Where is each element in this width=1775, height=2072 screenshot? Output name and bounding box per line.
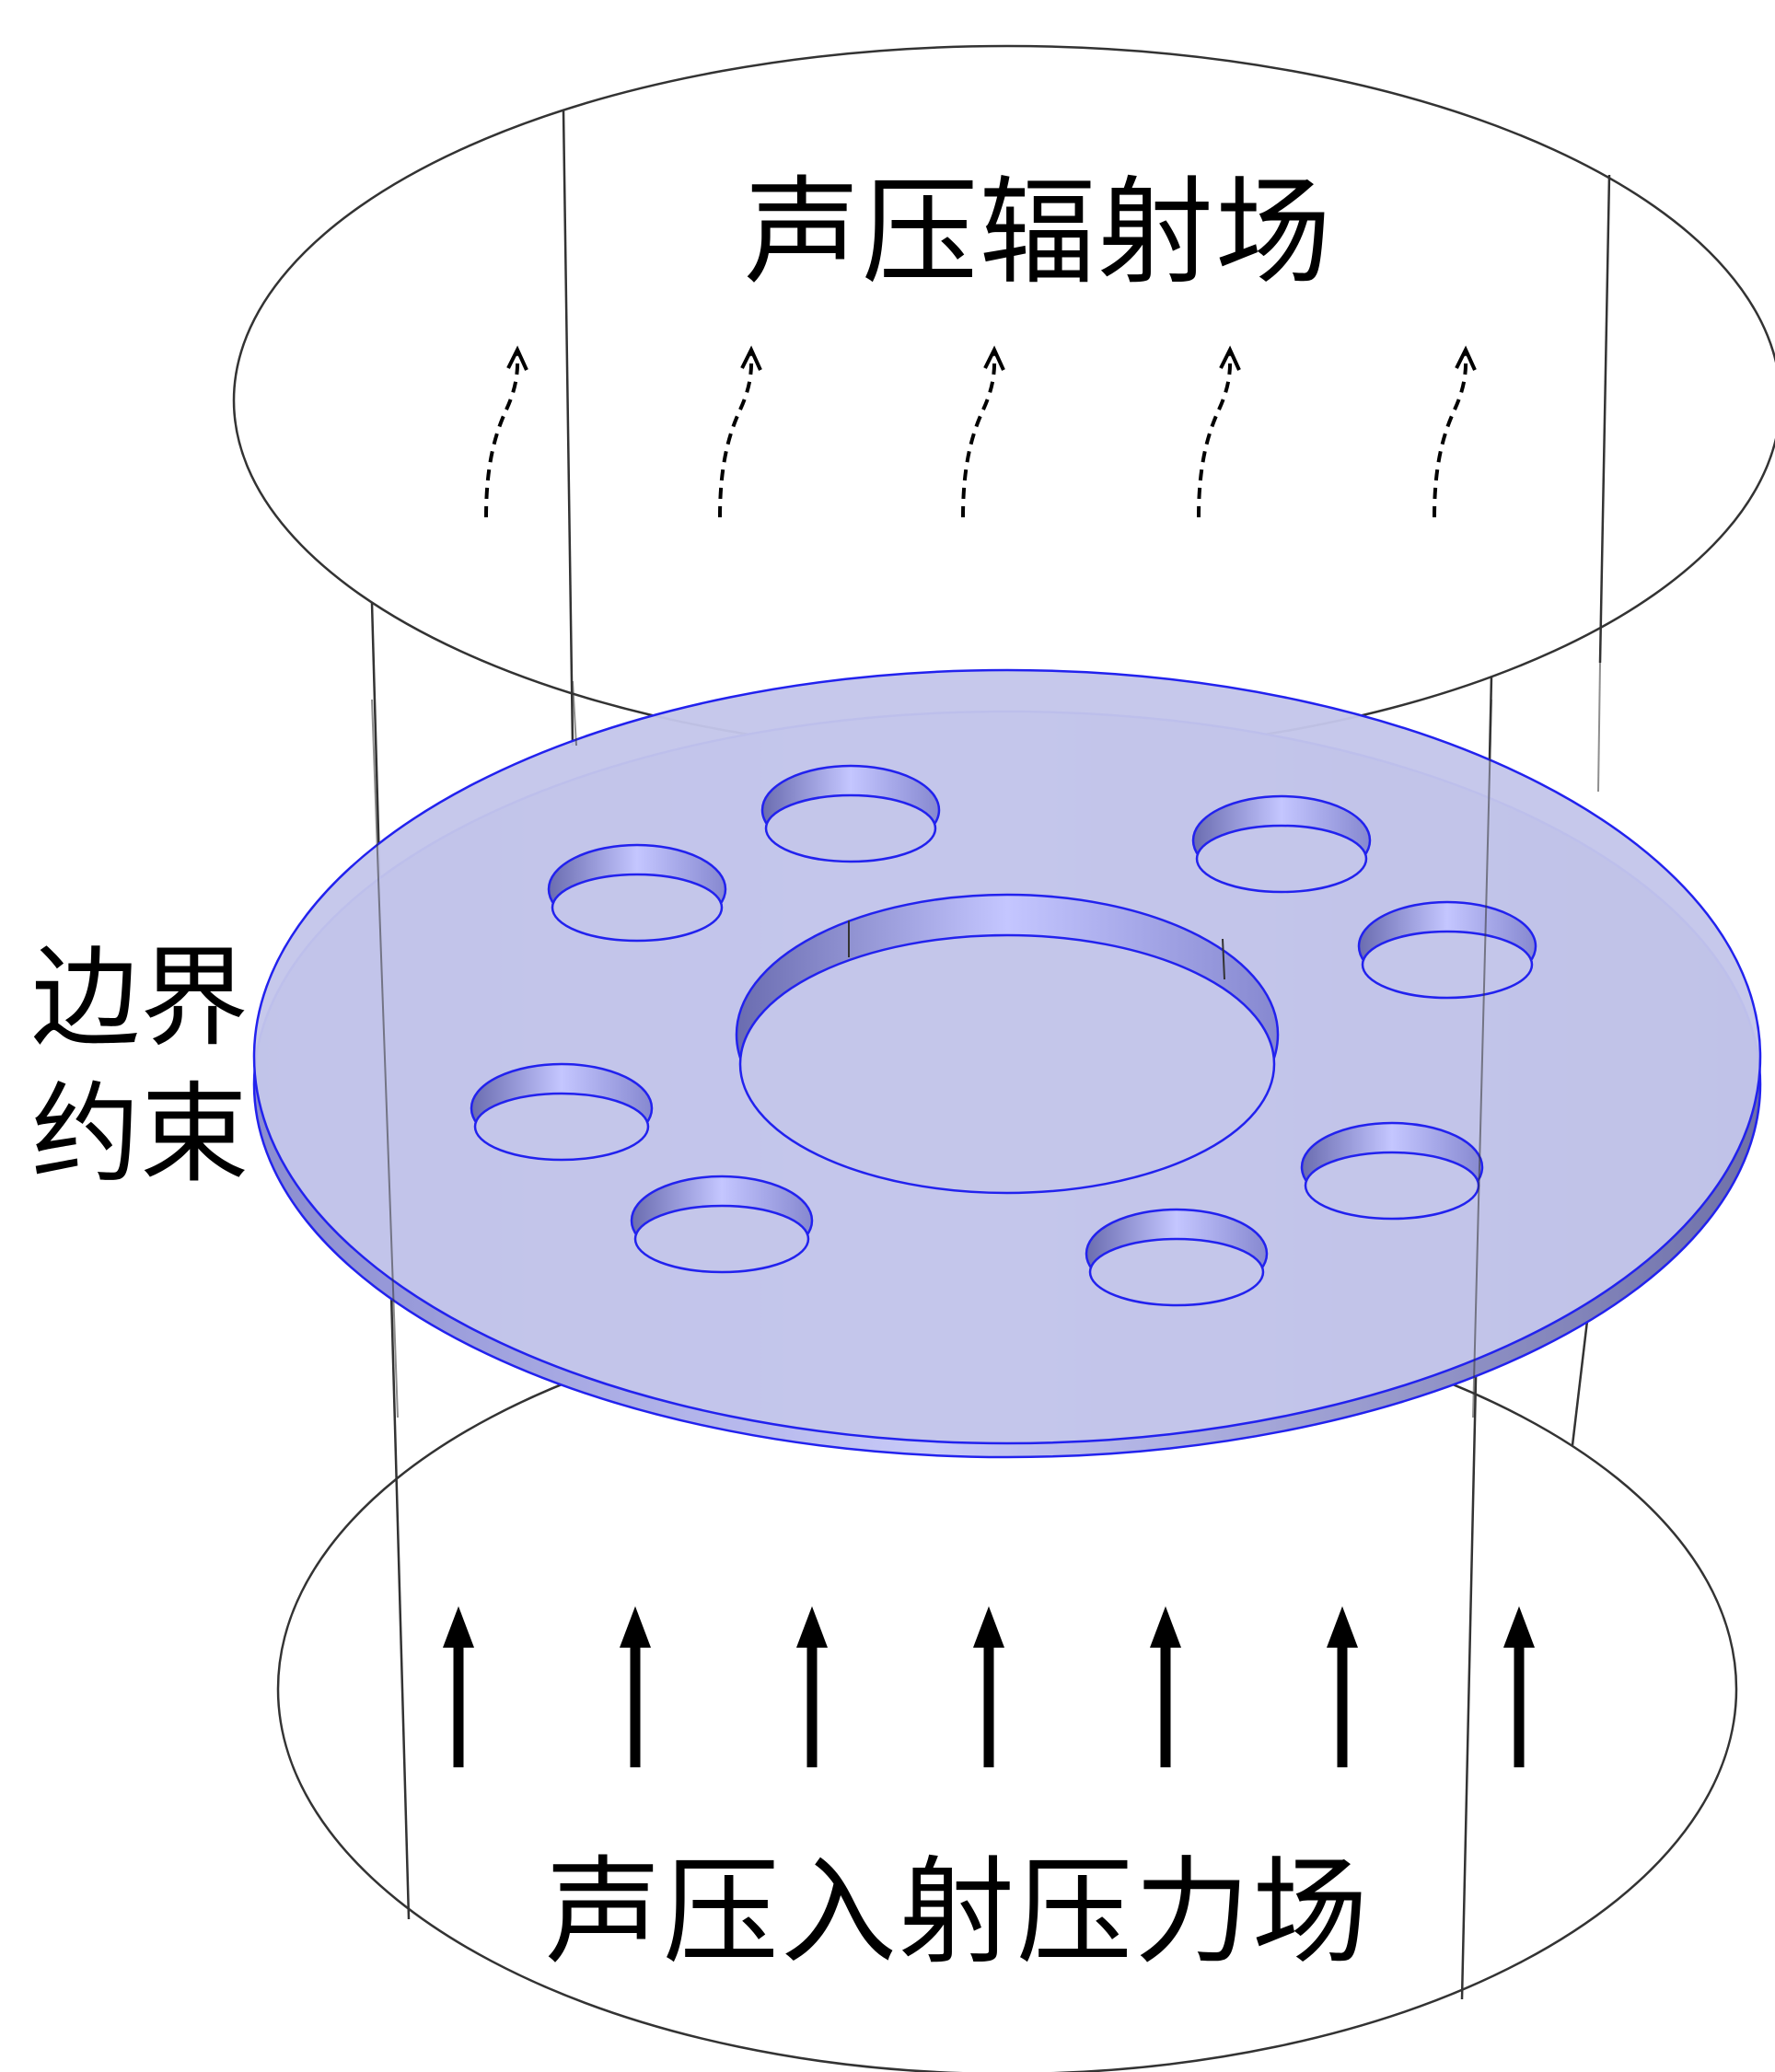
radiated-arrow-4 [1197,345,1241,518]
plate-hole-7 [630,1175,814,1274]
radiated-wave-arrows [484,345,1477,518]
incident-arrow-3 [796,1606,828,1767]
plate-hole-1 [760,764,941,863]
incident-arrow-1 [443,1606,474,1767]
plate-hole-5 [470,1062,654,1162]
boundary-constraint-label: 边界 约束 [31,930,249,1202]
incident-arrow-2 [620,1606,651,1767]
plate-center-hole [735,893,1280,1195]
boundary-constraint-label-line2: 约束 [31,1071,249,1198]
plate-hole-2 [1191,794,1372,894]
plate-hole-6 [1300,1121,1484,1221]
perforated-plate [252,668,1762,1459]
radiated-arrow-1 [484,345,528,518]
radiation-field-boundary [233,44,1775,757]
radiated-arrow-3 [961,345,1005,518]
radiated-arrow-5 [1433,345,1477,518]
plate-hole-8 [1085,1208,1269,1307]
cylinder-lines-through-plate [371,662,1601,1418]
incident-pressure-arrows [443,1606,1535,1767]
plate-hole-3 [547,843,727,943]
incident-field-label: 声压入射压力场 [545,1845,1370,1980]
incident-arrow-5 [1150,1606,1181,1767]
radiation-field-label: 声压辐射场 [744,165,1333,300]
radiated-arrow-2 [718,345,762,518]
incident-arrow-4 [973,1606,1004,1767]
boundary-constraint-label-line1: 边界 [31,934,249,1061]
top-cylinder-edge-left [562,110,574,747]
top-cylinder-edge-right [1598,174,1611,664]
incident-arrow-6 [1327,1606,1358,1767]
incident-arrow-7 [1503,1606,1535,1767]
plate-hole-4 [1357,900,1537,1000]
top-ellipse [233,44,1775,757]
